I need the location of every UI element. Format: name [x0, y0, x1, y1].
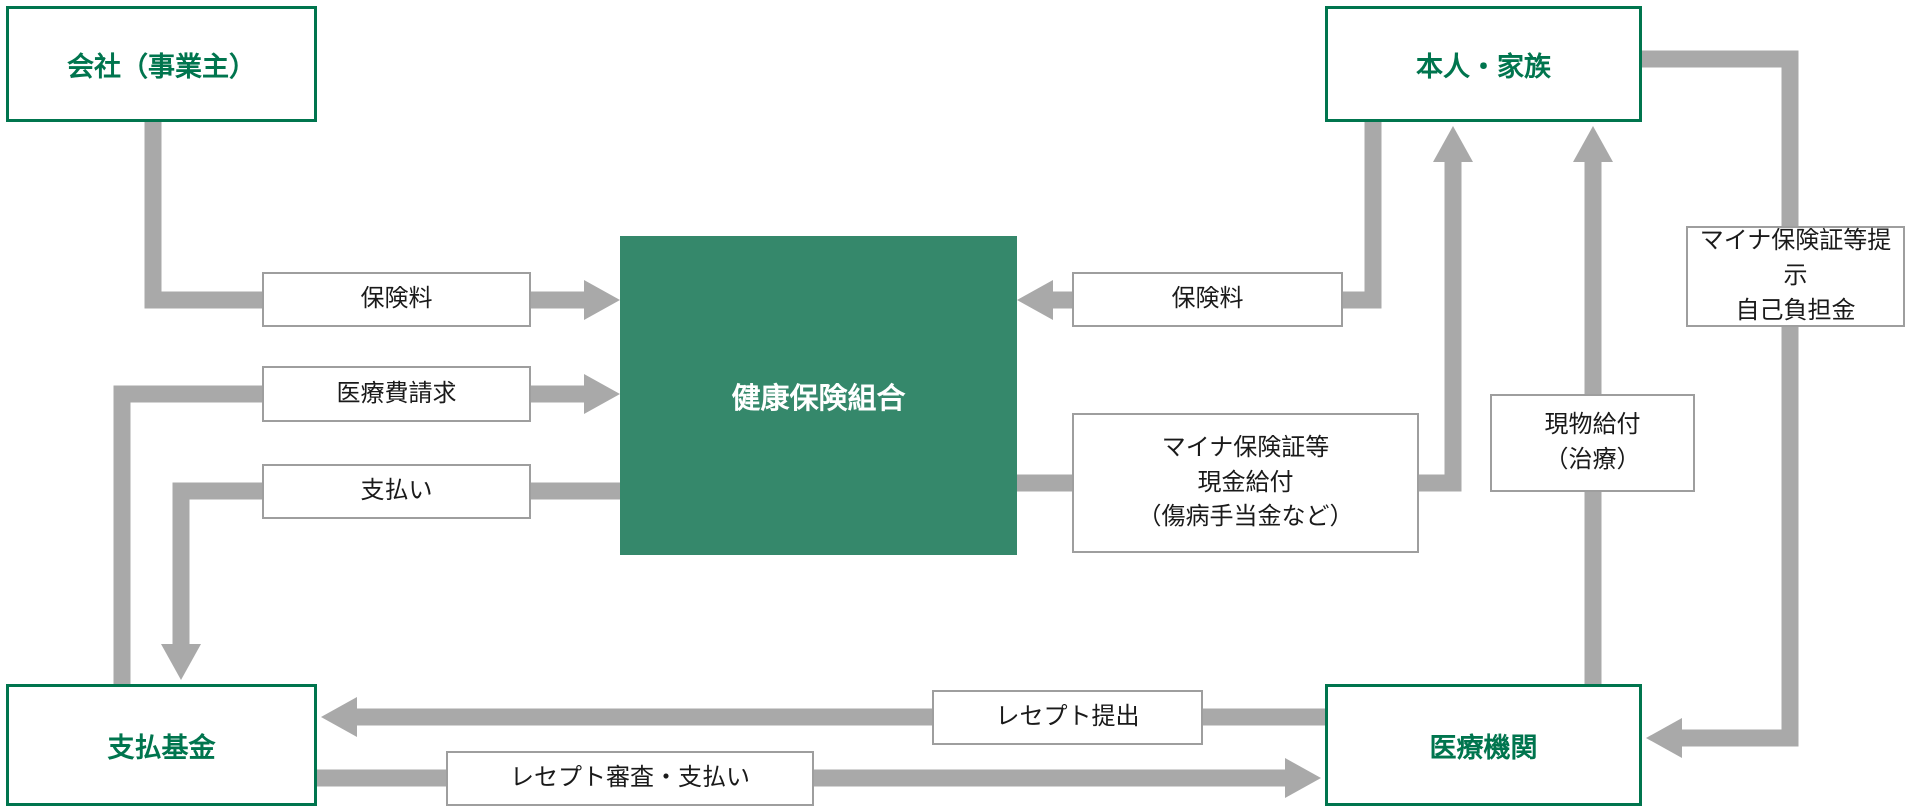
label-medical-claim: 医療費請求	[262, 366, 531, 422]
arrow-medical-claim	[113, 385, 585, 684]
arrowhead-payment	[161, 644, 201, 680]
arrowhead-myna-present	[1646, 718, 1682, 758]
label-benefit-in-kind: 現物給付 （治療）	[1490, 394, 1695, 492]
label-premium-from-member: 保険料	[1072, 272, 1343, 327]
label-text-line2: （治療）	[1544, 446, 1641, 473]
arrowhead-receipt-review	[1285, 758, 1321, 798]
label-premium-from-company: 保険料	[262, 272, 531, 327]
node-company-employer: 会社（事業主）	[6, 6, 317, 122]
label-receipt-review-payment: レセプト審査・支払い	[446, 751, 814, 806]
label-text: 医療費請求	[336, 379, 457, 407]
node-label: 健康保険組合	[731, 382, 906, 415]
label-payment: 支払い	[262, 464, 531, 519]
label-text-line2: 現金給付	[1197, 468, 1294, 496]
node-medical-institution: 医療機関	[1325, 684, 1642, 806]
node-member-family: 本人・家族	[1325, 6, 1642, 122]
arrow-myna-present	[1642, 50, 1799, 747]
arrowhead-receipt-submit	[321, 697, 357, 737]
label-text-line2: 自己負担金	[1735, 296, 1856, 324]
label-myna-present-selfpay: マイナ保険証等提示 自己負担金	[1686, 226, 1905, 327]
label-text-line1: マイナ保険証等提示	[1699, 227, 1892, 290]
label-text: 保険料	[1171, 285, 1244, 313]
arrowhead-company-premium	[584, 280, 620, 320]
node-payment-fund: 支払基金	[6, 684, 317, 806]
label-text: 支払い	[360, 477, 433, 505]
arrowhead-member-premium	[1017, 280, 1053, 320]
label-text-line3: （傷病手当金など）	[1137, 503, 1354, 531]
label-receipt-submit: レセプト提出	[932, 690, 1203, 745]
arrowhead-myna-cash-benefit	[1433, 126, 1473, 162]
label-myna-cash-benefit: マイナ保険証等 現金給付 （傷病手当金など）	[1072, 413, 1419, 553]
node-label: 医療機関	[1429, 732, 1538, 763]
node-label: 本人・家族	[1416, 51, 1551, 82]
arrowhead-medical-claim	[584, 374, 620, 414]
arrowhead-benefit-in-kind	[1573, 126, 1613, 162]
node-health-insurance-association: 健康保険組合	[620, 236, 1017, 555]
node-label: 会社（事業主）	[67, 51, 256, 82]
label-text: 保険料	[360, 285, 433, 313]
label-text-line1: 現物給付	[1544, 411, 1641, 439]
node-label: 支払基金	[107, 732, 216, 763]
label-text: レセプト提出	[995, 703, 1140, 731]
label-text: レセプト審査・支払い	[510, 764, 750, 792]
label-text-line1: マイナ保険証等	[1161, 433, 1330, 461]
